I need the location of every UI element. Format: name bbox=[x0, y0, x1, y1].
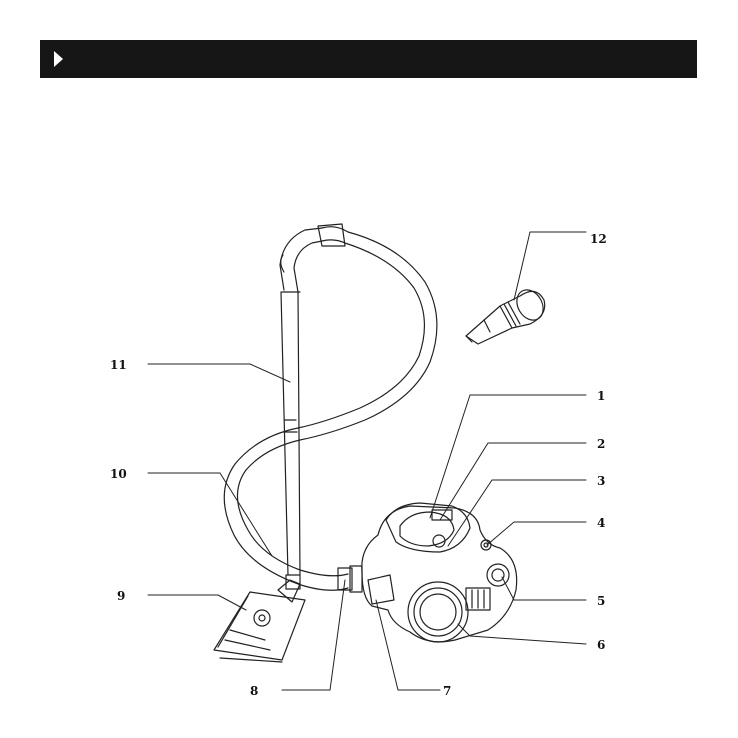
callout-12: 12 bbox=[590, 232, 607, 246]
callout-leader-lines bbox=[148, 232, 586, 690]
callout-11: 11 bbox=[110, 358, 127, 372]
callout-5: 5 bbox=[597, 594, 605, 608]
crevice-tool bbox=[466, 285, 548, 344]
callout-8: 8 bbox=[250, 684, 258, 698]
callout-2: 2 bbox=[597, 437, 605, 451]
flexible-hose bbox=[224, 224, 437, 592]
callout-10: 10 bbox=[110, 467, 127, 481]
callout-4: 4 bbox=[597, 516, 605, 530]
telescopic-tube bbox=[280, 228, 322, 589]
callout-7: 7 bbox=[443, 684, 451, 698]
callout-6: 6 bbox=[597, 638, 605, 652]
callout-3: 3 bbox=[597, 474, 605, 488]
callout-numbers: 12 1 2 3 4 5 6 7 8 9 10 11 bbox=[110, 232, 607, 698]
callout-9: 9 bbox=[117, 589, 125, 603]
callout-1: 1 bbox=[597, 389, 605, 403]
floor-brush bbox=[214, 580, 305, 662]
vacuum-body bbox=[362, 503, 517, 642]
